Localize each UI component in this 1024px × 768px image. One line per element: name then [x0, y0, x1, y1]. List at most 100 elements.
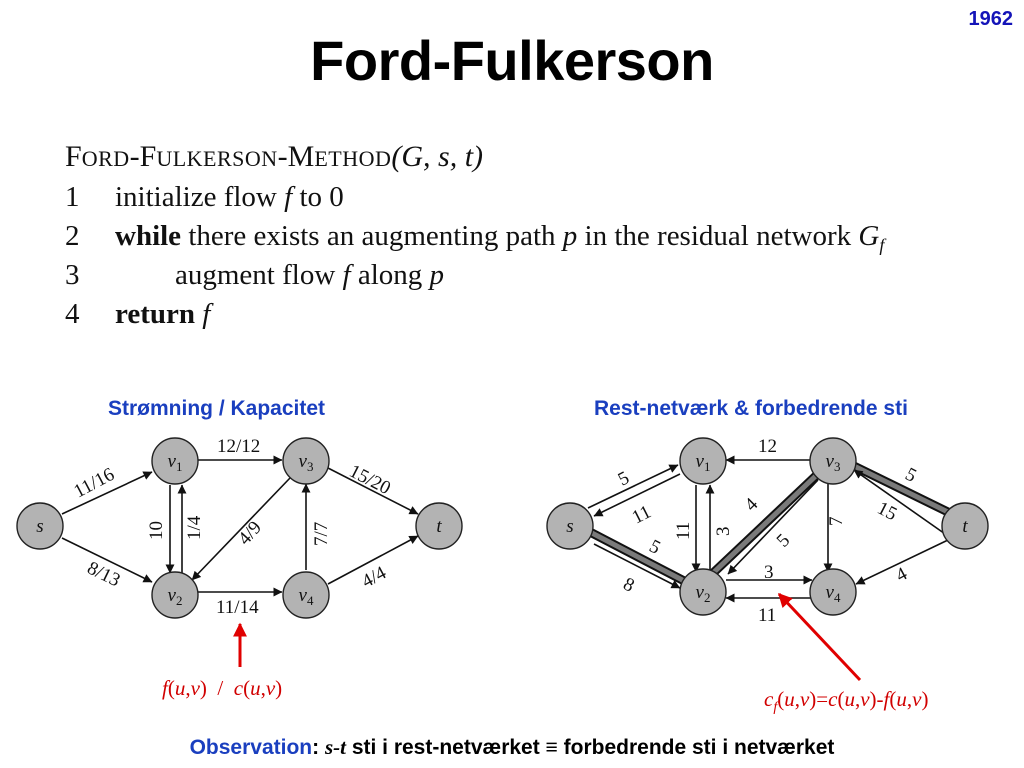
- line-var: p: [562, 220, 578, 252]
- left-edge-labels: 11/16 8/13 1/4 10 12/12 4/9 11/14 7/7 15…: [70, 436, 393, 618]
- edge-label: 5: [773, 530, 795, 552]
- edge-label: 5: [615, 467, 633, 490]
- left-nodes: [16, 437, 463, 619]
- line-text: augment flow: [175, 259, 343, 291]
- line-number: 2: [65, 220, 80, 252]
- edge-v3-t: [327, 467, 419, 515]
- algorithm-line: 4 return f: [65, 295, 884, 334]
- line-keyword: while: [115, 220, 182, 252]
- header-args: (G, s, t): [391, 140, 484, 173]
- edge-label: 4/9: [234, 517, 266, 549]
- observation-colon: :: [312, 736, 320, 759]
- line-keyword: return: [115, 298, 196, 330]
- edge-v3-v2: [191, 477, 291, 581]
- node-v1: [151, 437, 199, 485]
- edge-label: 11/16: [70, 464, 117, 503]
- edge-label: 1/4: [184, 515, 205, 540]
- redge-s-v1: [587, 464, 679, 509]
- node-v4: [282, 571, 330, 619]
- line-var: G: [858, 220, 880, 252]
- header-part: ORD: [81, 146, 130, 171]
- node-s: [16, 502, 64, 550]
- node-t: [415, 502, 463, 550]
- edge-label: 12: [758, 436, 777, 457]
- rnode-v4: [809, 568, 857, 616]
- page-title: Ford-Fulkerson: [310, 29, 714, 92]
- node-v3: [282, 437, 330, 485]
- edge-label: 4: [741, 494, 763, 516]
- formula-text: f(u,v) / c(u,v): [162, 676, 283, 700]
- rnode-s: [546, 502, 594, 550]
- line-text: there exists an augmenting path: [181, 220, 563, 252]
- edge-label: 11: [673, 522, 694, 540]
- right-formula: cf(u,v)=c(u,v)-f(u,v): [764, 687, 928, 716]
- edge-label: 8/13: [84, 558, 124, 592]
- edge-s-v2: [61, 537, 153, 583]
- line-var: f: [202, 298, 211, 330]
- edge-label: 11/14: [216, 597, 259, 618]
- line-number: 3: [65, 259, 80, 291]
- left-network: [61, 455, 419, 597]
- formula-text: cf(u,v)=c(u,v)-f(u,v): [764, 687, 929, 716]
- edge-label: 7: [826, 517, 847, 527]
- line-text: along: [350, 259, 430, 291]
- node-label: s: [36, 516, 43, 537]
- edge-label: 12/12: [217, 436, 260, 457]
- redge-t-v4: [855, 539, 949, 585]
- algorithm-block: FORD-FULKERSON-METHOD(G, s, t) 1 initiali…: [65, 136, 884, 334]
- observation-label: Observation: [189, 736, 313, 759]
- edge-label: 4: [892, 563, 911, 586]
- observation-text: sti i rest-netværket ≡ forbedrende sti i…: [345, 736, 835, 759]
- right-annotation-arrow: [777, 592, 862, 682]
- edge-label: 8: [620, 574, 638, 597]
- header-part: ULKERSON: [156, 146, 278, 171]
- redge-t-v3: [853, 469, 949, 537]
- line-var: f: [284, 181, 293, 213]
- observation-st: s-t: [324, 735, 346, 759]
- node-v2: [151, 571, 199, 619]
- line-text: to 0: [292, 181, 344, 213]
- line-subscript: f: [879, 235, 885, 255]
- edge-label: 4/4: [358, 562, 390, 592]
- edge-label: 10: [146, 521, 167, 540]
- node-label: t: [436, 516, 442, 537]
- line-text: in the residual network: [577, 220, 859, 252]
- edge-s-v1: [61, 471, 153, 515]
- edge-v4-t: [327, 535, 419, 585]
- edge-label: 5: [646, 536, 664, 559]
- line-number: 4: [65, 298, 80, 330]
- redge-v2-s: [593, 543, 681, 589]
- algorithm-header: FORD-FULKERSON-METHOD(G, s, t): [65, 136, 884, 178]
- edge-label: 3: [713, 527, 734, 537]
- rnode-v1: [679, 437, 727, 485]
- edge-label: 11: [629, 501, 655, 528]
- header-part: -F: [129, 140, 157, 173]
- left-formula: f(u,v) / c(u,v): [162, 676, 282, 701]
- edge-label: 15/20: [346, 461, 394, 499]
- edge-label: 5: [902, 464, 920, 487]
- algorithm-line: 1 initialize flow f to 0: [65, 178, 884, 217]
- edge-label: 3: [764, 562, 774, 583]
- header-part: -M: [277, 140, 315, 173]
- redge-v3-v2: [727, 479, 819, 575]
- line-var: f: [342, 259, 351, 291]
- line-text: initialize flow: [115, 181, 285, 213]
- right-diagram-title: Rest-netværk & forbedrende sti: [594, 397, 908, 420]
- rnode-v2: [679, 568, 727, 616]
- left-diagram-title: Strømning / Kapacitet: [108, 397, 326, 420]
- node-label: s: [566, 516, 573, 537]
- year-label: 1962: [968, 8, 1014, 30]
- header-part: F: [65, 140, 82, 173]
- edge-label: 11: [758, 605, 776, 626]
- header-part: ETHOD: [314, 146, 392, 171]
- redge-v1-s: [593, 473, 681, 517]
- edge-label: 15: [874, 498, 900, 525]
- observation: Observation: s-t sti i rest-netværket ≡ …: [0, 735, 1024, 760]
- algorithm-line: 2 while there exists an augmenting path p…: [65, 217, 884, 256]
- rnode-t: [941, 502, 989, 550]
- edge-label: 7/7: [311, 522, 332, 546]
- rnode-v3: [809, 437, 857, 485]
- line-number: 1: [65, 181, 80, 213]
